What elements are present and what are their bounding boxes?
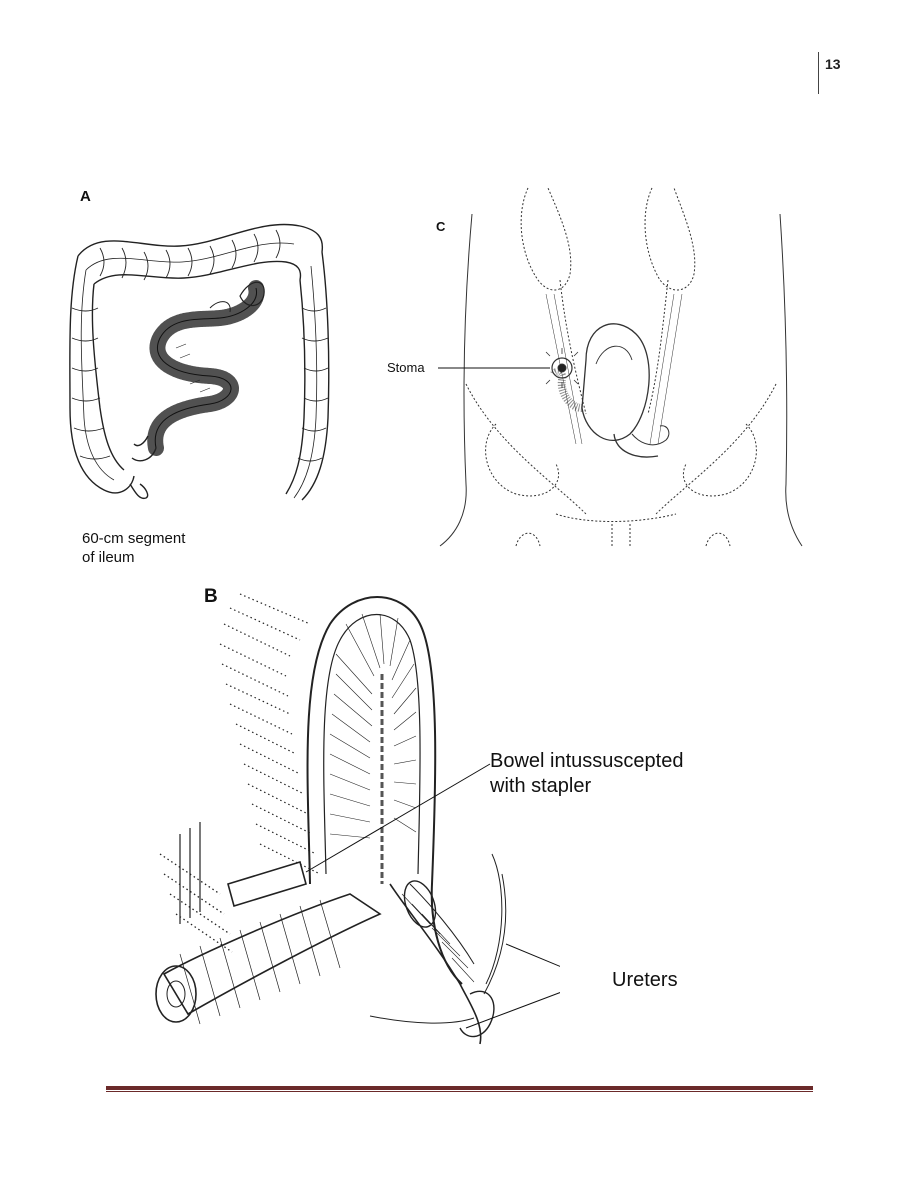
figure-c-abdomen-illustration	[438, 187, 803, 547]
figure-b-label: B	[204, 586, 218, 607]
footer-rule-thin	[106, 1091, 813, 1092]
figure-a-label: A	[80, 188, 91, 205]
figure-c-label: C	[436, 219, 446, 234]
figure-b-callout-ureters: Ureters	[612, 969, 678, 991]
page-number-divider	[818, 52, 819, 94]
figure-a-colon-illustration	[69, 223, 330, 501]
footer-rule	[106, 1086, 813, 1090]
page-number: 13	[825, 56, 841, 72]
figure-a-caption-line2: of ileum	[82, 549, 135, 566]
figure-b-intussusception-illustration	[155, 593, 560, 1045]
figure-a-caption-line1: 60-cm segment	[82, 530, 186, 547]
figure-c-callout-stoma: Stoma	[387, 360, 425, 375]
figure-b-callout-bowel-line1: Bowel intussuscepted	[490, 750, 684, 772]
figure-b-callout-bowel-line2: with stapler	[490, 775, 592, 797]
